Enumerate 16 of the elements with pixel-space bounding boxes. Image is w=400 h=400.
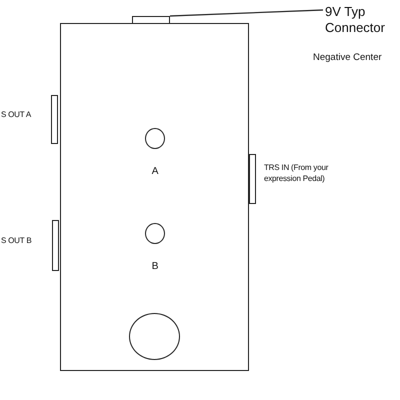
knob-circle [145, 223, 165, 244]
jack-label: TRS IN (From your expression Pedal) [264, 163, 330, 185]
leader-line [170, 9, 324, 17]
jack-label: S OUT A [1, 110, 32, 121]
jack-socket [52, 220, 59, 271]
connector-label: 9V Typ Connector [325, 4, 400, 34]
dc-jack [132, 16, 170, 24]
footswitch-circle [129, 313, 180, 360]
jack-label: S OUT B [1, 236, 32, 247]
jack-socket [51, 95, 58, 144]
jack-socket [249, 154, 256, 204]
knob-circle [145, 128, 165, 149]
enclosure-box [60, 23, 249, 371]
knob-label: B [150, 260, 160, 274]
note-label: Negative Center [313, 52, 382, 63]
knob-label: A [150, 165, 160, 178]
